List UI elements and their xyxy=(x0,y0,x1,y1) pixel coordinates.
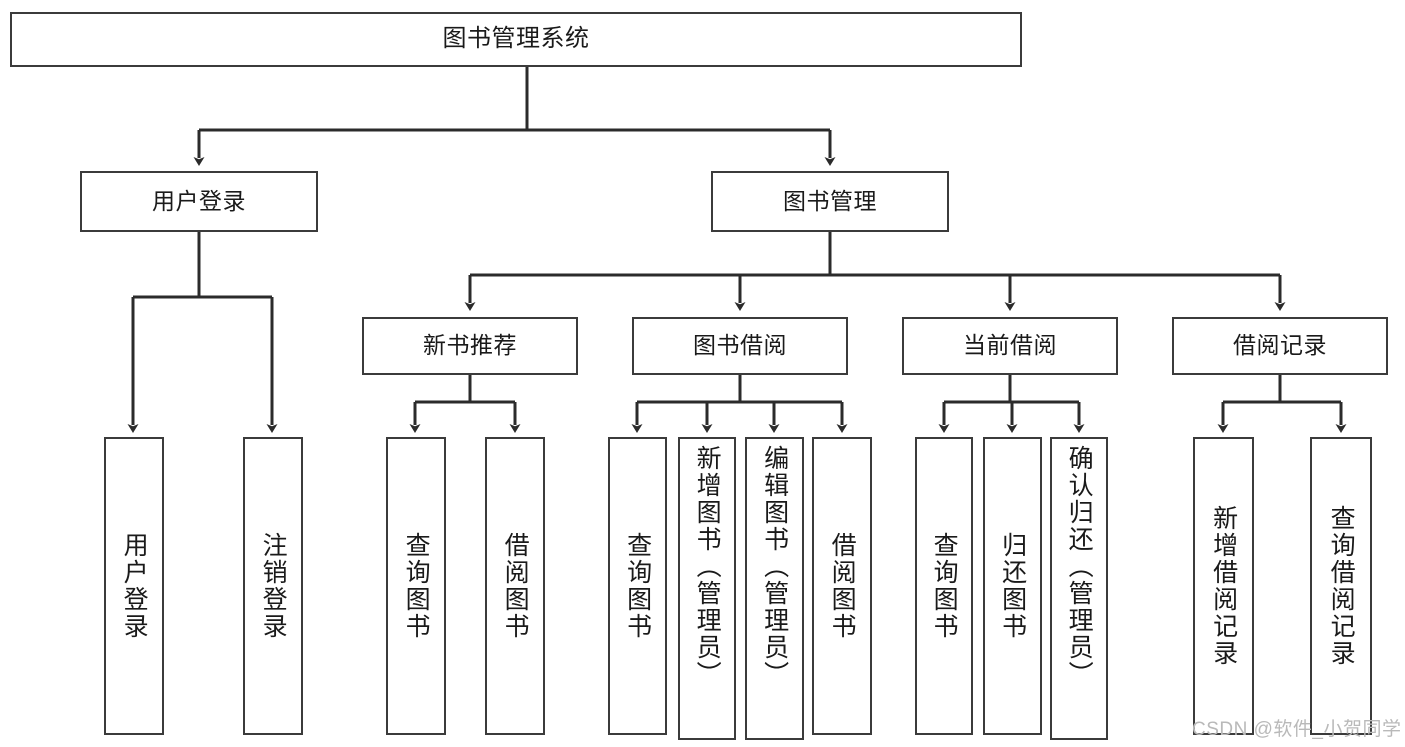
node-label: 归还图书 xyxy=(998,532,1027,640)
node-root-system[interactable]: 图书管理系统 xyxy=(10,12,1022,67)
node-label: 图书借阅 xyxy=(693,332,787,359)
node-label: 借阅图书 xyxy=(501,532,530,640)
leaf-confirm-return-admin[interactable]: 确认归还（管理员） xyxy=(1050,437,1108,740)
leaf-edit-book-admin[interactable]: 编辑图书（管理员） xyxy=(745,437,804,740)
node-book-management[interactable]: 图书管理 xyxy=(711,171,949,232)
node-label: 新增借阅记录 xyxy=(1209,505,1238,667)
node-borrow-records[interactable]: 借阅记录 xyxy=(1172,317,1388,375)
node-label: 当前借阅 xyxy=(963,332,1057,359)
leaf-user-logout[interactable]: 注销登录 xyxy=(243,437,303,735)
node-label: 确认归还（管理员） xyxy=(1065,445,1094,688)
leaf-add-borrow-record[interactable]: 新增借阅记录 xyxy=(1193,437,1254,735)
node-label: 借阅图书 xyxy=(828,532,857,640)
node-label: 编辑图书（管理员） xyxy=(760,445,789,688)
csdn-watermark: CSDN @软件_小贺同学 xyxy=(1192,719,1402,740)
leaf-user-login[interactable]: 用户登录 xyxy=(104,437,164,735)
leaf-query-borrow-record[interactable]: 查询借阅记录 xyxy=(1310,437,1372,735)
node-label: 查询图书 xyxy=(623,532,652,640)
node-current-borrow[interactable]: 当前借阅 xyxy=(902,317,1118,375)
node-label: 用户登录 xyxy=(120,532,149,640)
node-label: 查询图书 xyxy=(402,532,431,640)
leaf-query-books-current[interactable]: 查询图书 xyxy=(915,437,973,735)
node-label: 新书推荐 xyxy=(423,332,517,359)
node-book-borrow[interactable]: 图书借阅 xyxy=(632,317,848,375)
node-label: 借阅记录 xyxy=(1233,332,1327,359)
node-label: 查询借阅记录 xyxy=(1327,505,1356,667)
leaf-query-books-borrow[interactable]: 查询图书 xyxy=(608,437,667,735)
node-label: 查询图书 xyxy=(930,532,959,640)
node-label: 注销登录 xyxy=(259,532,288,640)
leaf-borrow-books[interactable]: 借阅图书 xyxy=(812,437,872,735)
node-new-book-recommend[interactable]: 新书推荐 xyxy=(362,317,578,375)
leaf-query-books-recommend[interactable]: 查询图书 xyxy=(386,437,446,735)
leaf-borrow-books-recommend[interactable]: 借阅图书 xyxy=(485,437,545,735)
leaf-add-book-admin[interactable]: 新增图书（管理员） xyxy=(678,437,736,740)
node-label: 用户登录 xyxy=(152,187,246,214)
node-label: 新增图书（管理员） xyxy=(693,445,722,688)
node-label: 图书管理 xyxy=(783,187,877,214)
node-label: 图书管理系统 xyxy=(442,25,590,53)
leaf-return-books[interactable]: 归还图书 xyxy=(983,437,1042,735)
node-user-login[interactable]: 用户登录 xyxy=(80,171,318,232)
